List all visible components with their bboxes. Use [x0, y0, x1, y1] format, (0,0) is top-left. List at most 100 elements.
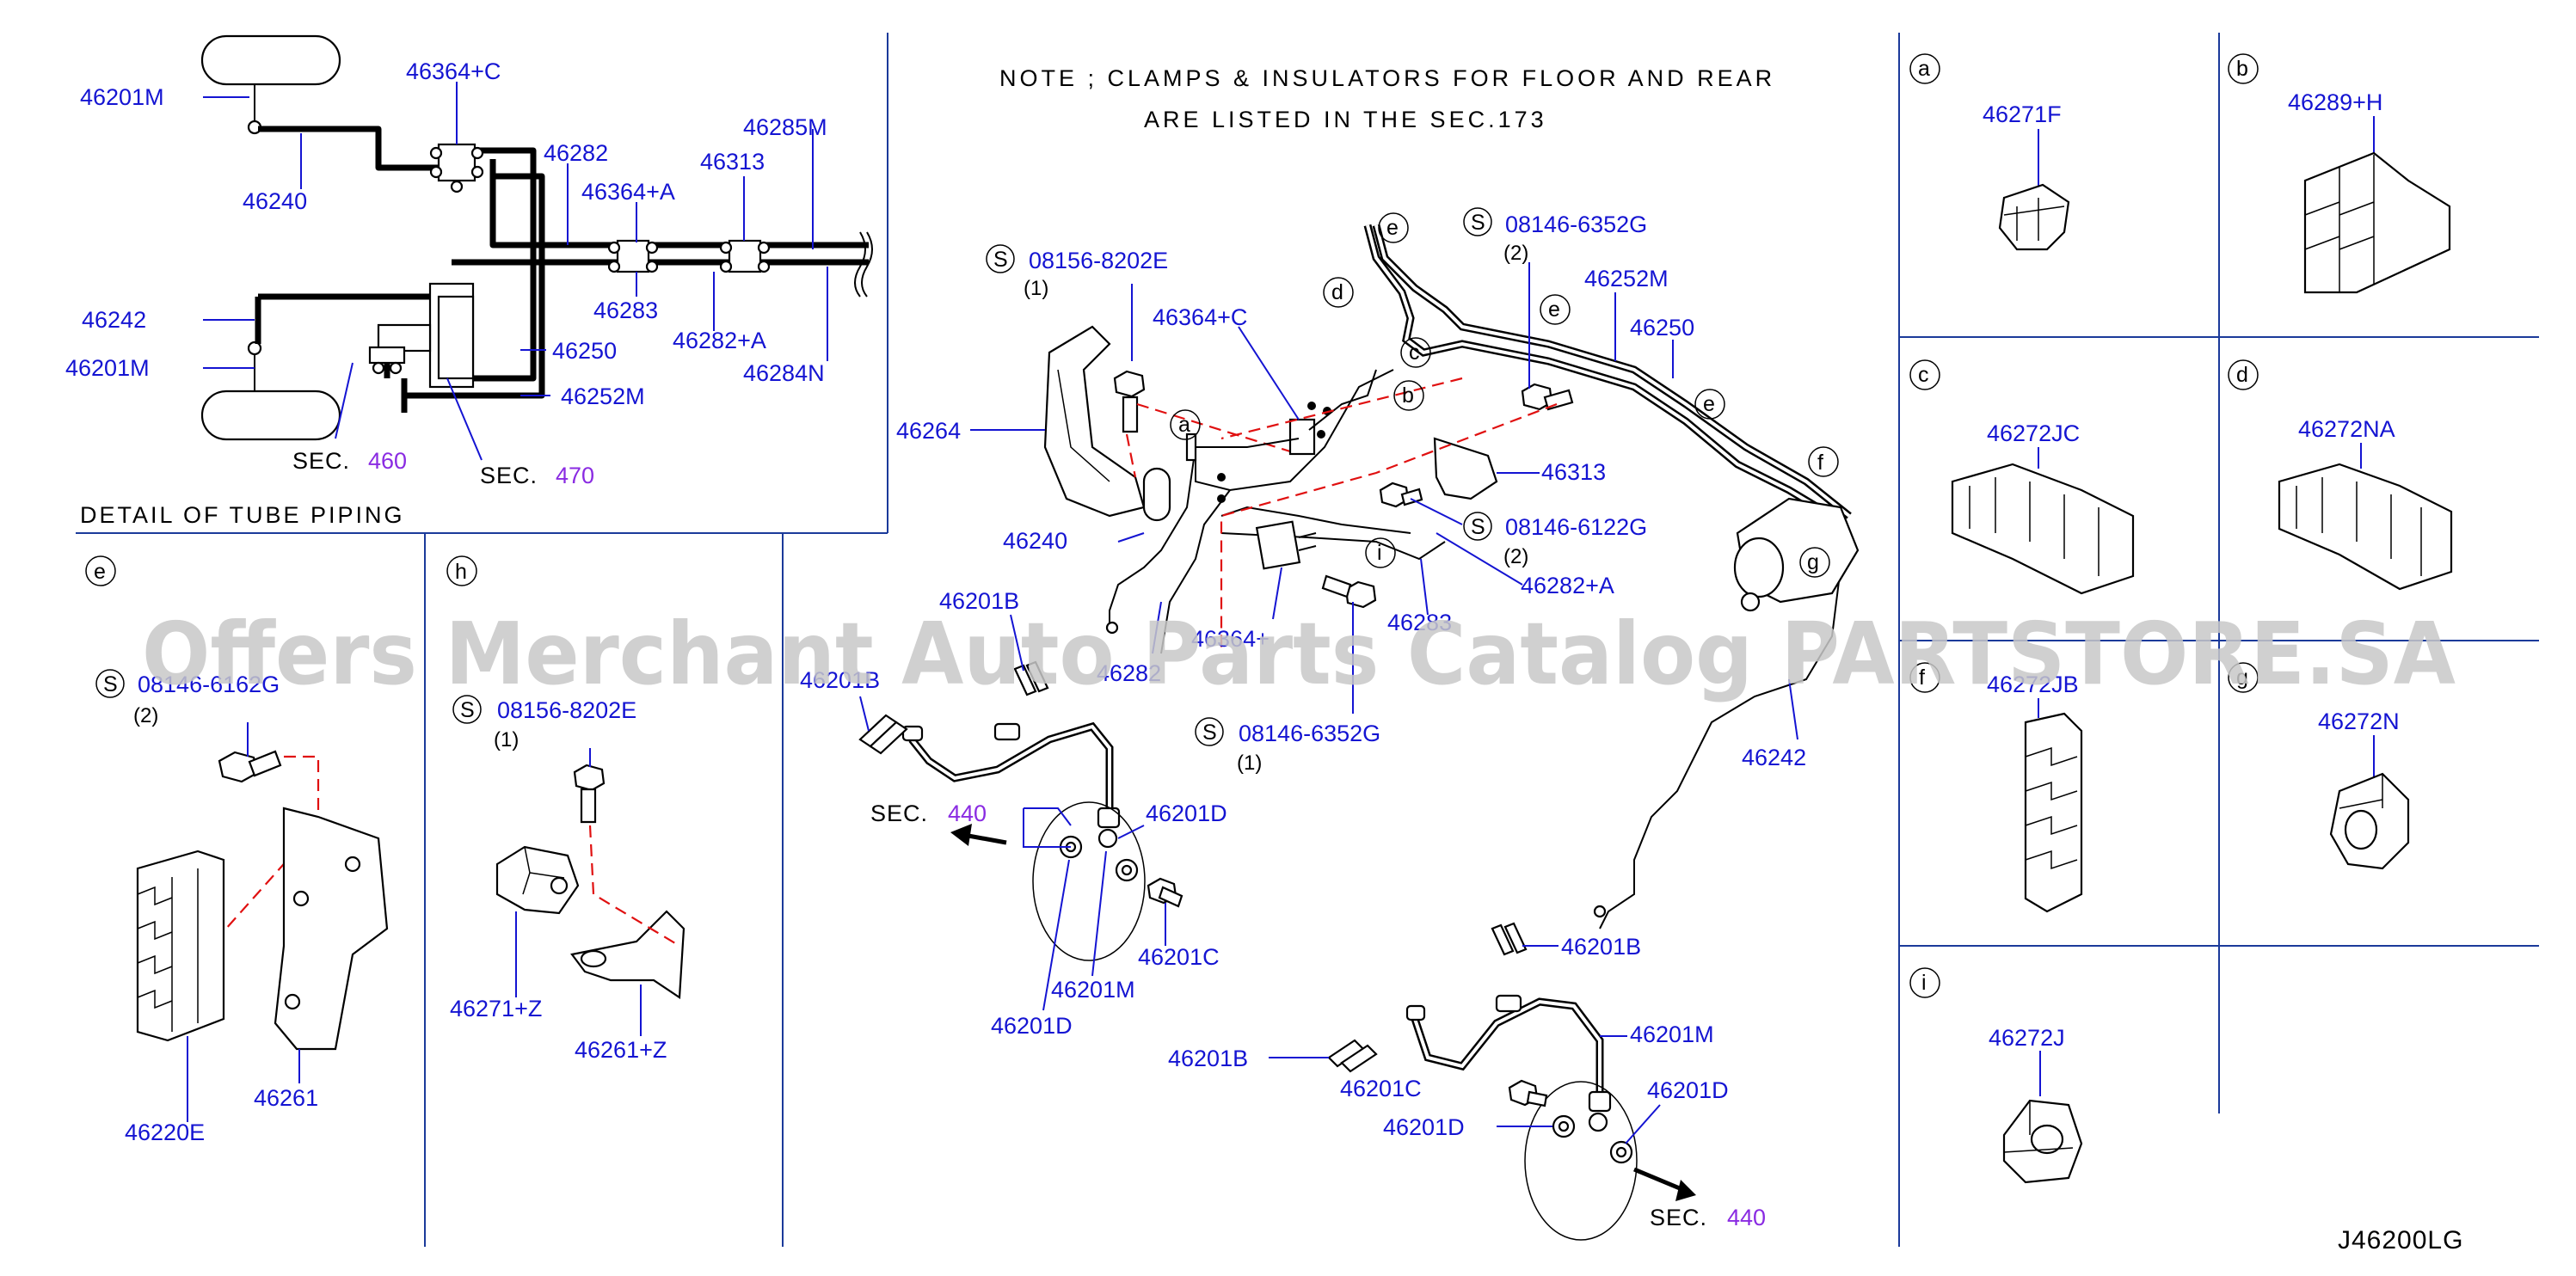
panel-h-marker — [446, 555, 477, 586]
main-46201m-b: 46201M — [1630, 1021, 1714, 1047]
svg-text:d: d — [2236, 363, 2248, 387]
panel-h-bolt: 08156-8202E — [497, 697, 636, 723]
panel-h-46261z: 46261+Z — [575, 1037, 667, 1063]
main-callouts: a b c d e e e f g i — [1170, 212, 1839, 578]
detail-46282a: 46282+A — [673, 328, 766, 353]
svg-text:S: S — [1202, 721, 1217, 745]
hose-assembly-front — [858, 660, 1183, 961]
clip-panel-a: a 46271F — [1909, 53, 2070, 251]
svg-text:a: a — [1918, 57, 1930, 81]
svg-text:d: d — [1331, 280, 1343, 304]
main-bolt-right-top: 08146-6352G — [1505, 212, 1647, 237]
note: NOTE ; CLAMPS & INSULATORS FOR FLOOR AND… — [999, 65, 1775, 132]
panel-e-bolt-drawing — [218, 750, 282, 783]
detail-46284n: 46284N — [743, 360, 825, 386]
detail-46283: 46283 — [593, 298, 658, 323]
detail-sec460-label: SEC. — [292, 448, 350, 474]
clip-panel-d-part: 46272NA — [2298, 416, 2395, 442]
main-46201b-b: 46201B — [800, 667, 880, 693]
panel-dividers — [76, 33, 2539, 1247]
clip-panel-a-part: 46271F — [1983, 101, 2062, 127]
svg-text:b: b — [1402, 383, 1414, 408]
clip-panel-g: g 46272N — [2228, 662, 2410, 870]
main-bolt-top-drawing — [1113, 370, 1146, 433]
clip-panel-c-part: 46272JC — [1987, 420, 2080, 446]
bracket-46261 — [274, 807, 389, 1051]
main-bolt-mid-qty: (2) — [1503, 545, 1528, 568]
main-46364c: 46364+C — [1153, 304, 1247, 330]
svg-text:e: e — [1703, 392, 1715, 416]
main-junction-46364c — [1288, 418, 1316, 456]
main-junction-46364 — [1255, 520, 1301, 570]
main-46201b-c: 46201B — [1561, 934, 1641, 960]
clip-46220e — [136, 850, 225, 1042]
detail-46285m: 46285M — [743, 114, 827, 140]
panel-e-bolt: 08146-6162G — [138, 672, 280, 697]
lower-tank — [200, 390, 341, 441]
junction-46364a — [616, 239, 650, 273]
detail-tube-piping: 46201M 46364+C 46240 46282 46364+A 46313… — [65, 34, 873, 528]
clip-46271z — [495, 845, 580, 915]
main-sec440b-label: SEC. — [1650, 1205, 1707, 1230]
main-bolt-bot-qty: (1) — [1237, 751, 1262, 775]
main-bolt-mid: 08146-6122G — [1505, 514, 1647, 540]
panel-h-46271z: 46271+Z — [450, 996, 542, 1021]
clip-panels: a 46271F b 46289+H c 46272JC d 46272NA — [1909, 53, 2453, 1184]
main-46252m: 46252M — [1584, 266, 1669, 291]
main-sec440a-label: SEC. — [870, 801, 928, 826]
panel-e-bolt-qty: (2) — [133, 704, 158, 727]
main-46240: 46240 — [1003, 528, 1067, 554]
clip-panel-c: c 46272JC — [1909, 359, 2135, 595]
main-46201m-a: 46201M — [1051, 977, 1135, 1003]
main-46242: 46242 — [1742, 745, 1806, 770]
svg-text:S: S — [1471, 211, 1485, 235]
note-line1: NOTE ; CLAMPS & INSULATORS FOR FLOOR AND… — [999, 65, 1775, 91]
main-46201d-d: 46201D — [1383, 1114, 1465, 1140]
junction-46313 — [728, 239, 762, 273]
junction-46364c — [437, 143, 476, 182]
svg-text:i: i — [1921, 971, 1927, 995]
main-46282: 46282 — [1097, 660, 1161, 686]
svg-text:S: S — [993, 248, 1008, 272]
detail-46250: 46250 — [552, 338, 617, 364]
detail-46364a: 46364+A — [581, 179, 675, 205]
note-line2: ARE LISTED IN THE SEC.173 — [1144, 107, 1547, 132]
svg-text:S: S — [1471, 515, 1485, 539]
main-bolt-bot: 08146-6352G — [1239, 721, 1380, 746]
svg-text:c: c — [1918, 363, 1929, 387]
detail-sec460-num: 460 — [368, 448, 407, 474]
svg-text:g: g — [1807, 550, 1819, 574]
clip-panel-b: b 46289+H — [2228, 53, 2451, 294]
detail-46252m: 46252M — [561, 383, 645, 409]
detail-46240: 46240 — [243, 188, 307, 214]
main-46201c-b: 46201C — [1340, 1076, 1422, 1101]
detail-46242: 46242 — [82, 307, 146, 333]
clip-panel-b-part: 46289+H — [2288, 89, 2382, 115]
detail-46282: 46282 — [544, 140, 608, 166]
main-sec440a-num: 440 — [948, 801, 987, 826]
main-valve — [1733, 497, 1860, 612]
svg-text:e: e — [1548, 298, 1560, 322]
main-46201c-a: 46201C — [1138, 944, 1220, 970]
main-46250: 46250 — [1630, 315, 1694, 340]
main-46201b-a: 46201B — [939, 588, 1019, 614]
detail-46313: 46313 — [700, 149, 765, 175]
main-46264: 46264 — [896, 418, 961, 444]
panel-e-46220e: 46220E — [125, 1120, 205, 1145]
main-46201d-b: 46201D — [991, 1013, 1073, 1039]
svg-text:f: f — [1919, 666, 1925, 690]
main-bolt-right — [1521, 383, 1574, 411]
main-sec440b-num: 440 — [1727, 1205, 1766, 1230]
svg-text:b: b — [2236, 57, 2248, 81]
clip-panel-g-part: 46272N — [2318, 709, 2400, 734]
hose-caliper-front — [1032, 801, 1146, 961]
svg-text:g: g — [2236, 666, 2248, 690]
panel-e-marker — [85, 555, 116, 586]
detail-46201m-bot: 46201M — [65, 355, 150, 381]
svg-text:a: a — [1178, 413, 1190, 437]
main-46313: 46313 — [1541, 459, 1606, 485]
main-46283: 46283 — [1387, 610, 1452, 635]
svg-text:e: e — [1386, 216, 1399, 240]
panel-e: e S 08146-6162G (2) 46261 46220E — [85, 555, 389, 1145]
